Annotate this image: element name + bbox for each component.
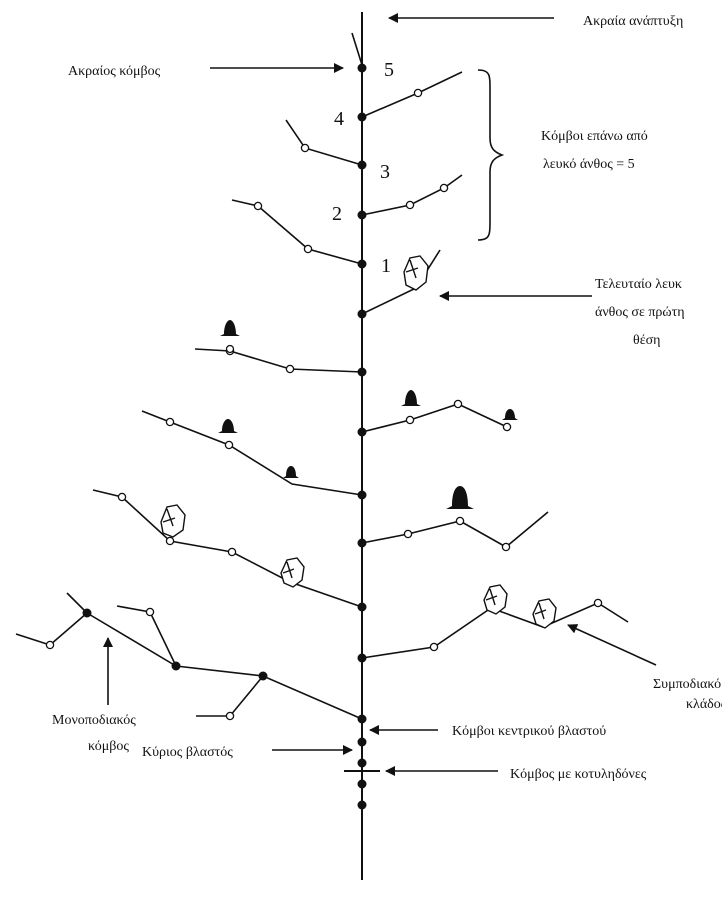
label-main-stem: Κύριος βλαστός — [142, 745, 233, 760]
white-flowers — [160, 255, 557, 629]
label-apical-growth: Ακραία ανάπτυξη — [583, 14, 683, 29]
stem-node — [357, 737, 367, 747]
bolls — [218, 320, 518, 509]
stem-node — [357, 63, 367, 73]
boll-icon — [401, 390, 421, 406]
label-monopodial-node: Μονοποδιακός κόμβος — [52, 713, 139, 754]
stem-node — [357, 779, 367, 789]
node-number-2: 2 — [332, 203, 342, 225]
node-number-5: 5 — [384, 59, 394, 81]
boll-icon — [502, 409, 518, 420]
boll-icon — [218, 419, 238, 433]
label-apical-node: Ακραίος κόμβος — [68, 64, 161, 79]
main-stem — [344, 12, 380, 880]
boll-icon — [220, 320, 240, 336]
brace — [477, 69, 505, 241]
main-stem-nodes — [357, 63, 367, 810]
label-last-white-flower: Τελευταίο λευκ άνθος σε πρώτη θέση — [595, 277, 688, 348]
label-central-stem-nodes: Κόμβοι κεντρικού βλαστού — [452, 724, 606, 739]
label-cotyledon-node: Κόμβος με κοτυληδόνες — [510, 767, 647, 782]
label-sympodial-branch: Συμποδιακό κλάδος — [653, 677, 722, 712]
sympodial-branches — [15, 71, 629, 721]
pointer-arrows — [103, 13, 657, 776]
node-number-3: 3 — [380, 161, 390, 183]
flower-icon — [160, 504, 186, 538]
flower-icon — [280, 557, 305, 588]
node-number-4: 4 — [334, 108, 344, 130]
label-nodes-above-white-flower: Κόμβοι επάνω από λευκό άνθος = 5 — [541, 129, 651, 172]
boll-icon — [283, 466, 299, 478]
node-number-1: 1 — [381, 255, 391, 277]
stem-node — [357, 800, 367, 810]
flower-icon — [532, 598, 557, 629]
boll-icon — [446, 486, 474, 509]
flower-icon — [483, 584, 508, 615]
flower-icon — [403, 255, 429, 291]
stem-node — [357, 758, 367, 768]
arrow — [567, 624, 657, 666]
